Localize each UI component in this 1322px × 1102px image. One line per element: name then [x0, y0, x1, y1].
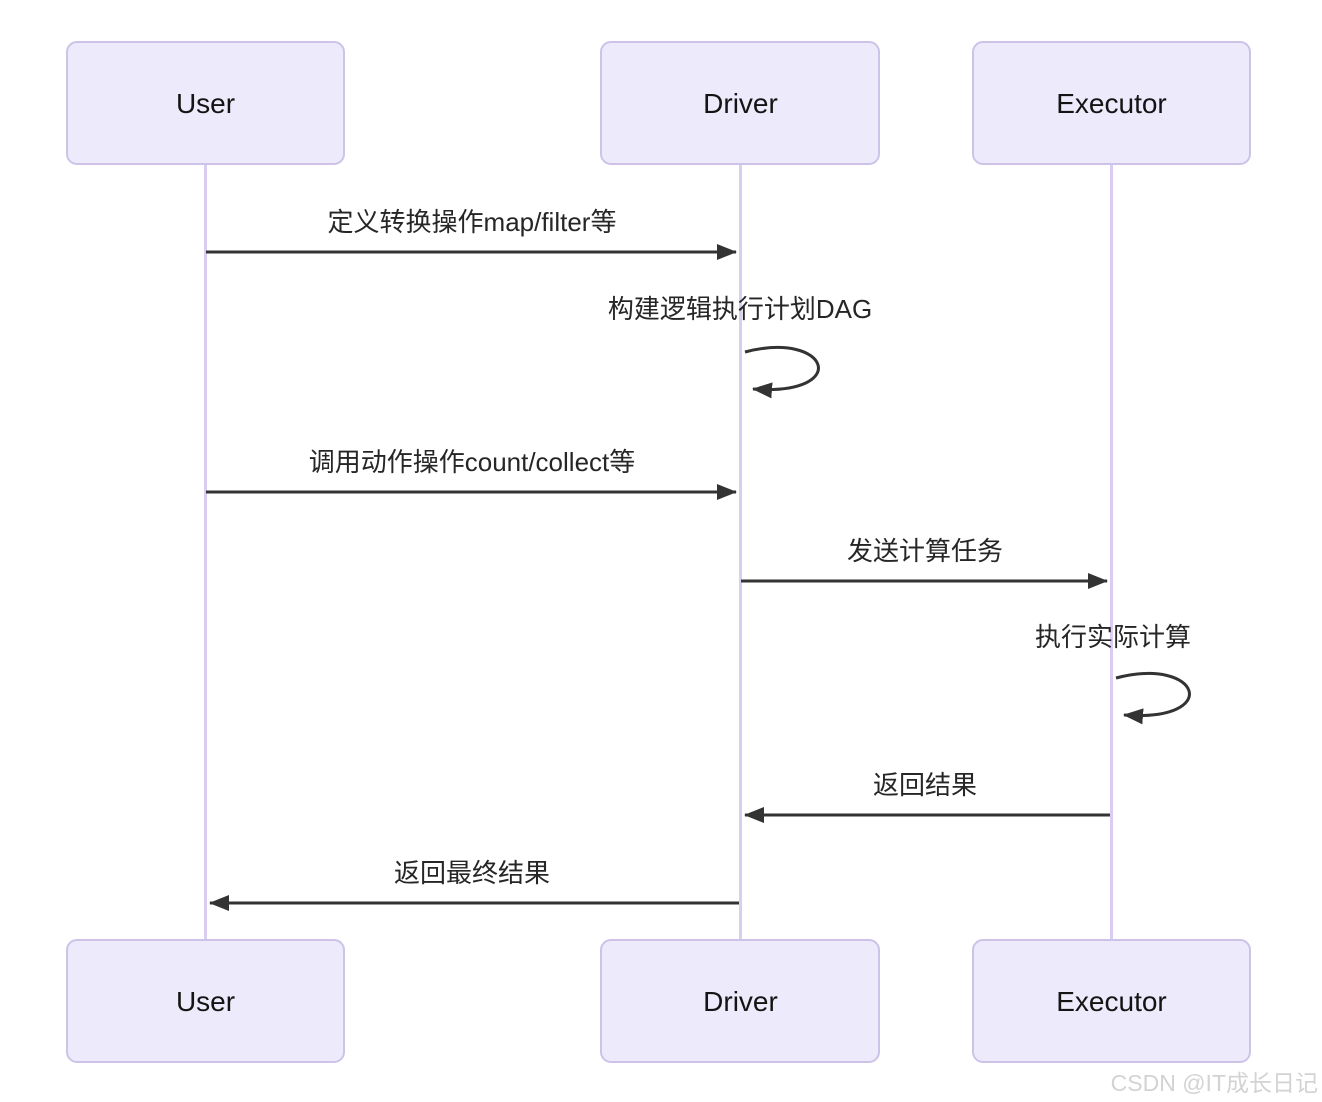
message-label: 返回最终结果: [394, 858, 550, 888]
actor-top-user: User: [66, 41, 345, 165]
actor-box: [66, 939, 345, 1063]
actor-bottom-executor: Executor: [972, 939, 1251, 1063]
message-label: 返回结果: [873, 770, 977, 800]
watermark-text: CSDN @IT成长日记: [1111, 1070, 1318, 1096]
actor-top-driver: Driver: [600, 41, 880, 165]
message-label: 发送计算任务: [847, 536, 1003, 566]
actor-box: [972, 41, 1251, 165]
self-loop-arrow: [744, 346, 820, 399]
actor-bottom-driver: Driver: [600, 939, 880, 1063]
actor-label-driver: Driver: [703, 986, 778, 1017]
actor-label-user: User: [176, 88, 235, 119]
actor-top-executor: Executor: [972, 41, 1251, 165]
actor-box: [66, 41, 345, 165]
message-label: 调用动作操作count/collect等: [309, 447, 636, 477]
actor-label-executor: Executor: [1056, 88, 1167, 119]
message-label: 构建逻辑执行计划DAG: [608, 294, 872, 324]
self-loop-arrow: [1115, 672, 1191, 725]
actor-box: [600, 939, 880, 1063]
message-label: 定义转换操作map/filter等: [328, 207, 617, 237]
message-label: 执行实际计算: [1035, 622, 1191, 652]
actor-label-user: User: [176, 986, 235, 1017]
actor-label-executor: Executor: [1056, 986, 1167, 1017]
actor-label-driver: Driver: [703, 88, 778, 119]
actor-bottom-user: User: [66, 939, 345, 1063]
actor-box: [972, 939, 1251, 1063]
actor-box: [600, 41, 880, 165]
